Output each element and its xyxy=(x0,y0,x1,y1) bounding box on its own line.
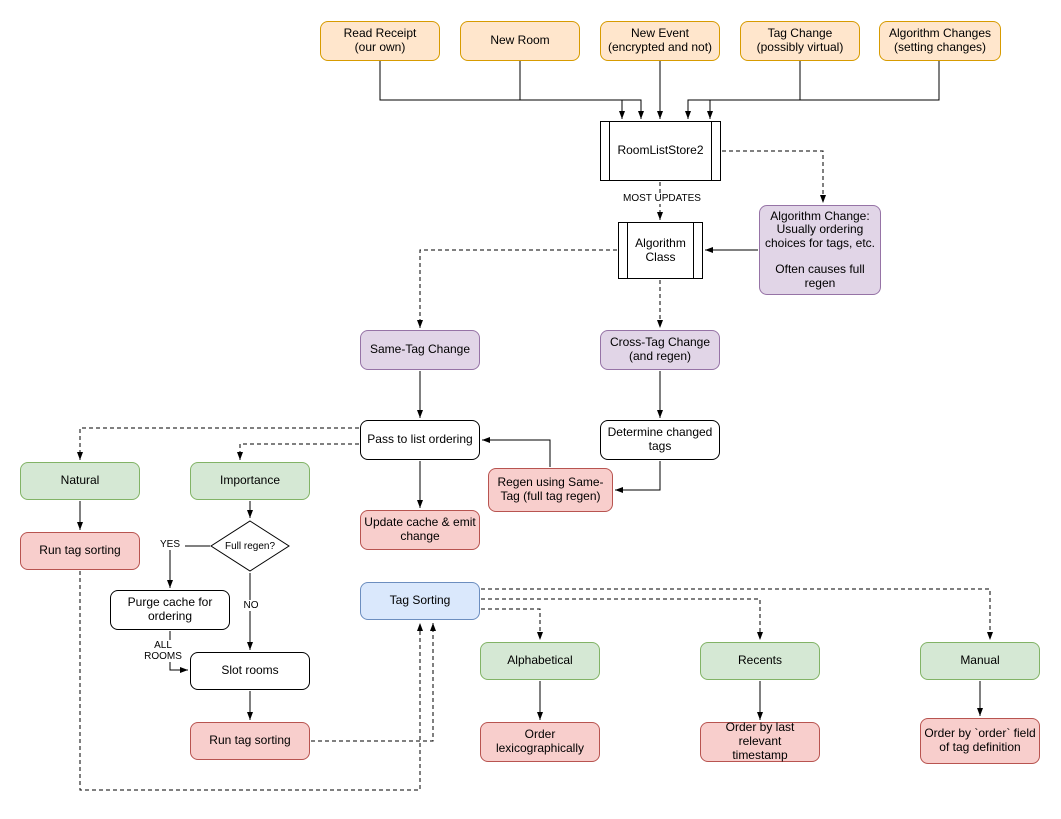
node-room-list-store2: RoomListStore2 xyxy=(600,121,721,181)
node-algorithm-class: Algorithm Class xyxy=(618,222,703,279)
node-tag-sorting: Tag Sorting xyxy=(360,582,480,620)
node-order-lexicographically: Order lexicographically xyxy=(480,722,600,762)
edge-rls2-to-note xyxy=(722,150,826,203)
edge-label-yes: YES xyxy=(155,539,185,550)
dashed-edges xyxy=(77,150,993,791)
node-purge-cache: Purge cache for ordering xyxy=(110,590,230,630)
node-run-tag-sorting-left: Run tag sorting xyxy=(20,532,140,570)
node-full-regen-label: Full regen? xyxy=(224,540,276,552)
node-determine-changed-tags: Determine changed tags xyxy=(600,420,720,460)
edge-tag-sorting-to-manual xyxy=(481,588,993,640)
node-natural: Natural xyxy=(20,462,140,500)
node-algorithm-change-note: Algorithm Change: Usually ordering choic… xyxy=(759,205,881,295)
node-alphabetical: Alphabetical xyxy=(480,642,600,680)
edge-full-regen-yes-to-purge xyxy=(167,545,210,588)
edge-run-left-to-tag-sorting xyxy=(79,571,423,791)
edge-label-all-rooms: ALL ROOMS xyxy=(138,640,188,662)
node-tag-change: Tag Change (possibly virtual) xyxy=(740,21,860,61)
edge-tag-change-to-rls2 xyxy=(685,61,801,119)
edge-regen-to-pass xyxy=(482,437,551,467)
edge-pass-to-importance xyxy=(237,443,359,460)
node-update-cache: Update cache & emit change xyxy=(360,510,480,550)
edge-label-no: NO xyxy=(239,600,263,611)
node-new-event: New Event (encrypted and not) xyxy=(600,21,720,61)
node-cross-tag-change: Cross-Tag Change (and regen) xyxy=(600,330,720,370)
node-algorithm-changes: Algorithm Changes (setting changes) xyxy=(879,21,1001,61)
node-importance: Importance xyxy=(190,462,310,500)
node-new-room: New Room xyxy=(460,21,580,61)
node-pass-to-list-ordering: Pass to list ordering xyxy=(360,420,480,460)
node-regen-same-tag: Regen using Same- Tag (full tag regen) xyxy=(488,468,613,512)
node-order-by-order-field: Order by `order` field of tag definition xyxy=(920,718,1040,764)
edge-determine-to-regen xyxy=(615,461,661,493)
edge-run-right-to-tag-sorting xyxy=(311,623,436,742)
node-run-tag-sorting-right: Run tag sorting xyxy=(190,722,310,760)
edge-label-most-updates: MOST UPDATES xyxy=(610,193,714,204)
node-same-tag-change: Same-Tag Change xyxy=(360,330,480,370)
node-slot-rooms: Slot rooms xyxy=(190,652,310,690)
node-recents: Recents xyxy=(700,642,820,680)
node-order-by-timestamp: Order by last relevant timestamp xyxy=(700,720,820,762)
node-manual: Manual xyxy=(920,642,1040,680)
diamond-shape xyxy=(210,520,290,572)
edge-read-receipt-to-rls2 xyxy=(379,61,625,119)
node-read-receipt: Read Receipt (our own) xyxy=(320,21,440,61)
edge-pass-to-natural xyxy=(77,427,359,460)
edge-tag-sorting-to-alphabetical xyxy=(481,608,543,640)
edge-tag-sorting-to-recents xyxy=(481,598,763,640)
edge-new-room-to-rls2 xyxy=(519,61,644,119)
edge-algorithm-class-to-same-tag xyxy=(417,249,617,328)
edge-algorithm-changes-to-rls2 xyxy=(707,61,940,119)
node-full-regen-decision: Full regen? xyxy=(210,520,290,572)
